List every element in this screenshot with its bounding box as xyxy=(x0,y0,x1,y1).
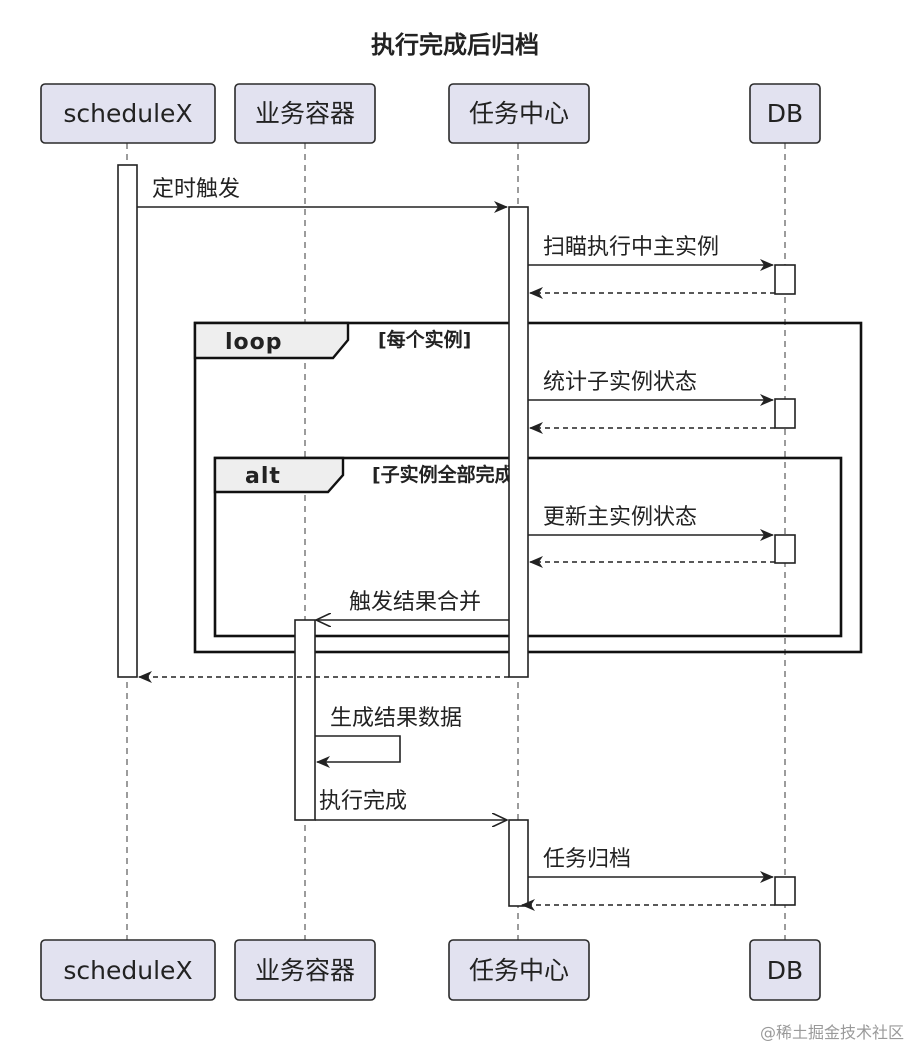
message-update-main-instance: 更新主实例状态 xyxy=(528,505,774,541)
message-trigger-merge: 触发结果合并 xyxy=(316,590,509,620)
activation-db-1 xyxy=(774,264,796,295)
participant-db-bottom: DB xyxy=(749,939,821,1001)
message-label: 统计子实例状态 xyxy=(543,370,697,395)
message-scan-main-instances: 扫瞄执行中主实例 xyxy=(528,235,774,271)
diagram-title: 执行完成后归档 xyxy=(371,31,539,59)
participant-label: 业务容器 xyxy=(255,956,355,985)
message-task-archive: 任务归档 xyxy=(528,847,774,883)
participant-task-center-bottom: 任务中心 xyxy=(448,939,590,1001)
message-label: 任务归档 xyxy=(543,847,631,872)
activation-task-center-2 xyxy=(508,819,529,907)
message-label: 定时触发 xyxy=(152,177,240,202)
activation-db-4 xyxy=(774,876,796,906)
watermark: @稀土掘金技术社区 xyxy=(760,1023,904,1042)
participant-label: scheduleX xyxy=(63,956,192,985)
participant-task-center-top: 任务中心 xyxy=(448,83,590,144)
participant-db-top: DB xyxy=(749,83,821,144)
participant-business-container-bottom: 业务容器 xyxy=(234,939,376,1001)
participant-label: 任务中心 xyxy=(469,99,569,128)
message-label: 更新主实例状态 xyxy=(543,505,697,530)
message-label: 执行完成 xyxy=(319,789,407,814)
activation-db-2 xyxy=(774,398,796,429)
message-timed-trigger: 定时触发 xyxy=(137,177,508,213)
participant-schedulex-top: scheduleX xyxy=(40,83,216,144)
loop-guard: [每个实例] xyxy=(378,328,471,351)
participant-label: 任务中心 xyxy=(469,956,569,985)
message-label: 生成结果数据 xyxy=(330,706,462,731)
loop-keyword: loop xyxy=(225,330,283,355)
message-execution-complete: 执行完成 xyxy=(315,789,507,820)
participant-business-container-top: 业务容器 xyxy=(234,83,376,144)
alt-keyword: alt xyxy=(245,464,281,489)
participant-label: DB xyxy=(767,99,803,128)
activation-db-3 xyxy=(774,534,796,564)
message-label: 扫瞄执行中主实例 xyxy=(543,235,719,260)
activation-business-container xyxy=(294,619,316,821)
participant-label: 业务容器 xyxy=(255,99,355,128)
participant-schedulex-bottom: scheduleX xyxy=(40,939,216,1001)
message-generate-result-data: 生成结果数据 xyxy=(315,706,462,768)
message-count-sub-instances: 统计子实例状态 xyxy=(528,370,774,406)
participant-label: scheduleX xyxy=(63,99,192,128)
activation-task-center xyxy=(508,206,529,678)
participant-label: DB xyxy=(767,956,803,985)
alt-guard: [子实例全部完成] xyxy=(372,463,522,486)
message-label: 触发结果合并 xyxy=(349,590,481,615)
activation-schedulex xyxy=(117,164,138,678)
